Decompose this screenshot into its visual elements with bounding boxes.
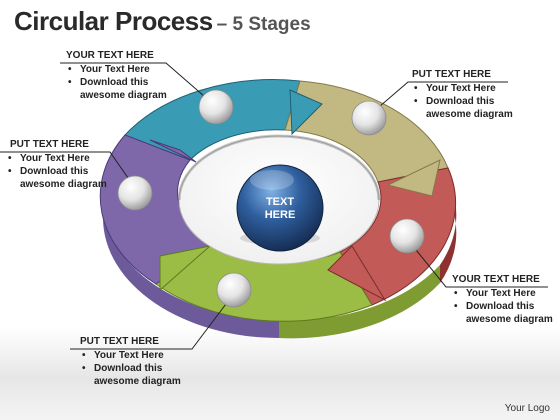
callout-bullet: Download this awesome diagram: [454, 300, 558, 326]
callout-bullet: Your Text Here: [68, 63, 172, 76]
callout-heading: PUT TEXT HERE: [80, 336, 159, 347]
callout-heading: YOUR TEXT HERE: [66, 50, 154, 61]
marker-ball-purple: [117, 175, 153, 211]
title-main: Circular Process: [14, 6, 213, 36]
marker-ball-red: [389, 218, 425, 254]
title-subtitle: – 5 Stages: [216, 14, 311, 35]
center-label-line1: TEXT: [265, 196, 295, 208]
segment-wall-purple: [103, 200, 279, 338]
callout-heading: PUT TEXT HERE: [10, 139, 89, 150]
callout-bullets: Your Text Here Download this awesome dia…: [80, 349, 186, 388]
callout-bullet: Your Text Here: [414, 82, 518, 95]
slide-title: Circular Process– 5 Stages: [14, 6, 311, 37]
arrow-tip-teal: [289, 89, 323, 136]
logo-text: Your Logo: [504, 403, 550, 414]
segment-wall-red: [440, 200, 457, 283]
callout-bullet: Download this awesome diagram: [414, 95, 518, 121]
callout-bullets: Your Text Here Download this awesome dia…: [66, 63, 172, 102]
callout-bullet: Download this awesome diagram: [8, 165, 112, 191]
callout-bullet: Download this awesome diagram: [82, 362, 186, 388]
callout-heading: YOUR TEXT HERE: [452, 274, 540, 285]
callout-top-right: PUT TEXT HERE Your Text Here Download th…: [412, 69, 518, 121]
marker-ball-teal: [198, 89, 234, 125]
callout-heading: PUT TEXT HERE: [412, 69, 491, 80]
center-label-line2: HERE: [264, 209, 296, 221]
marker-balls: [117, 89, 425, 308]
callout-bullets: Your Text Here Download this awesome dia…: [8, 152, 112, 191]
callout-bullets: Your Text Here Download this awesome dia…: [412, 82, 518, 121]
callout-bullet: Download this awesome diagram: [68, 76, 172, 102]
arrow-tip-green: [159, 245, 212, 292]
marker-ball-green: [216, 272, 252, 308]
marker-ball-khaki: [351, 100, 387, 136]
arrow-tip-red: [327, 245, 387, 302]
callout-left: PUT TEXT HERE Your Text Here Download th…: [8, 139, 112, 191]
center-sphere: [236, 164, 324, 252]
ring-side-walls: [103, 200, 457, 339]
center-label: TEXT HERE: [252, 196, 308, 222]
callout-bullet: Your Text Here: [454, 287, 558, 300]
callout-bottom: PUT TEXT HERE Your Text Here Download th…: [80, 336, 186, 388]
callout-bullet: Your Text Here: [8, 152, 112, 165]
callout-bullets: Your Text Here Download this awesome dia…: [452, 287, 558, 326]
segment-arrow-tips: [149, 89, 441, 302]
callout-right: YOUR TEXT HERE Your Text Here Download t…: [452, 274, 558, 326]
segment-wall-green: [279, 265, 440, 339]
arrow-tip-purple: [149, 139, 197, 163]
callout-top-left: YOUR TEXT HERE Your Text Here Download t…: [66, 50, 172, 102]
arrow-tip-khaki: [386, 159, 441, 197]
callout-bullet: Your Text Here: [82, 349, 186, 362]
